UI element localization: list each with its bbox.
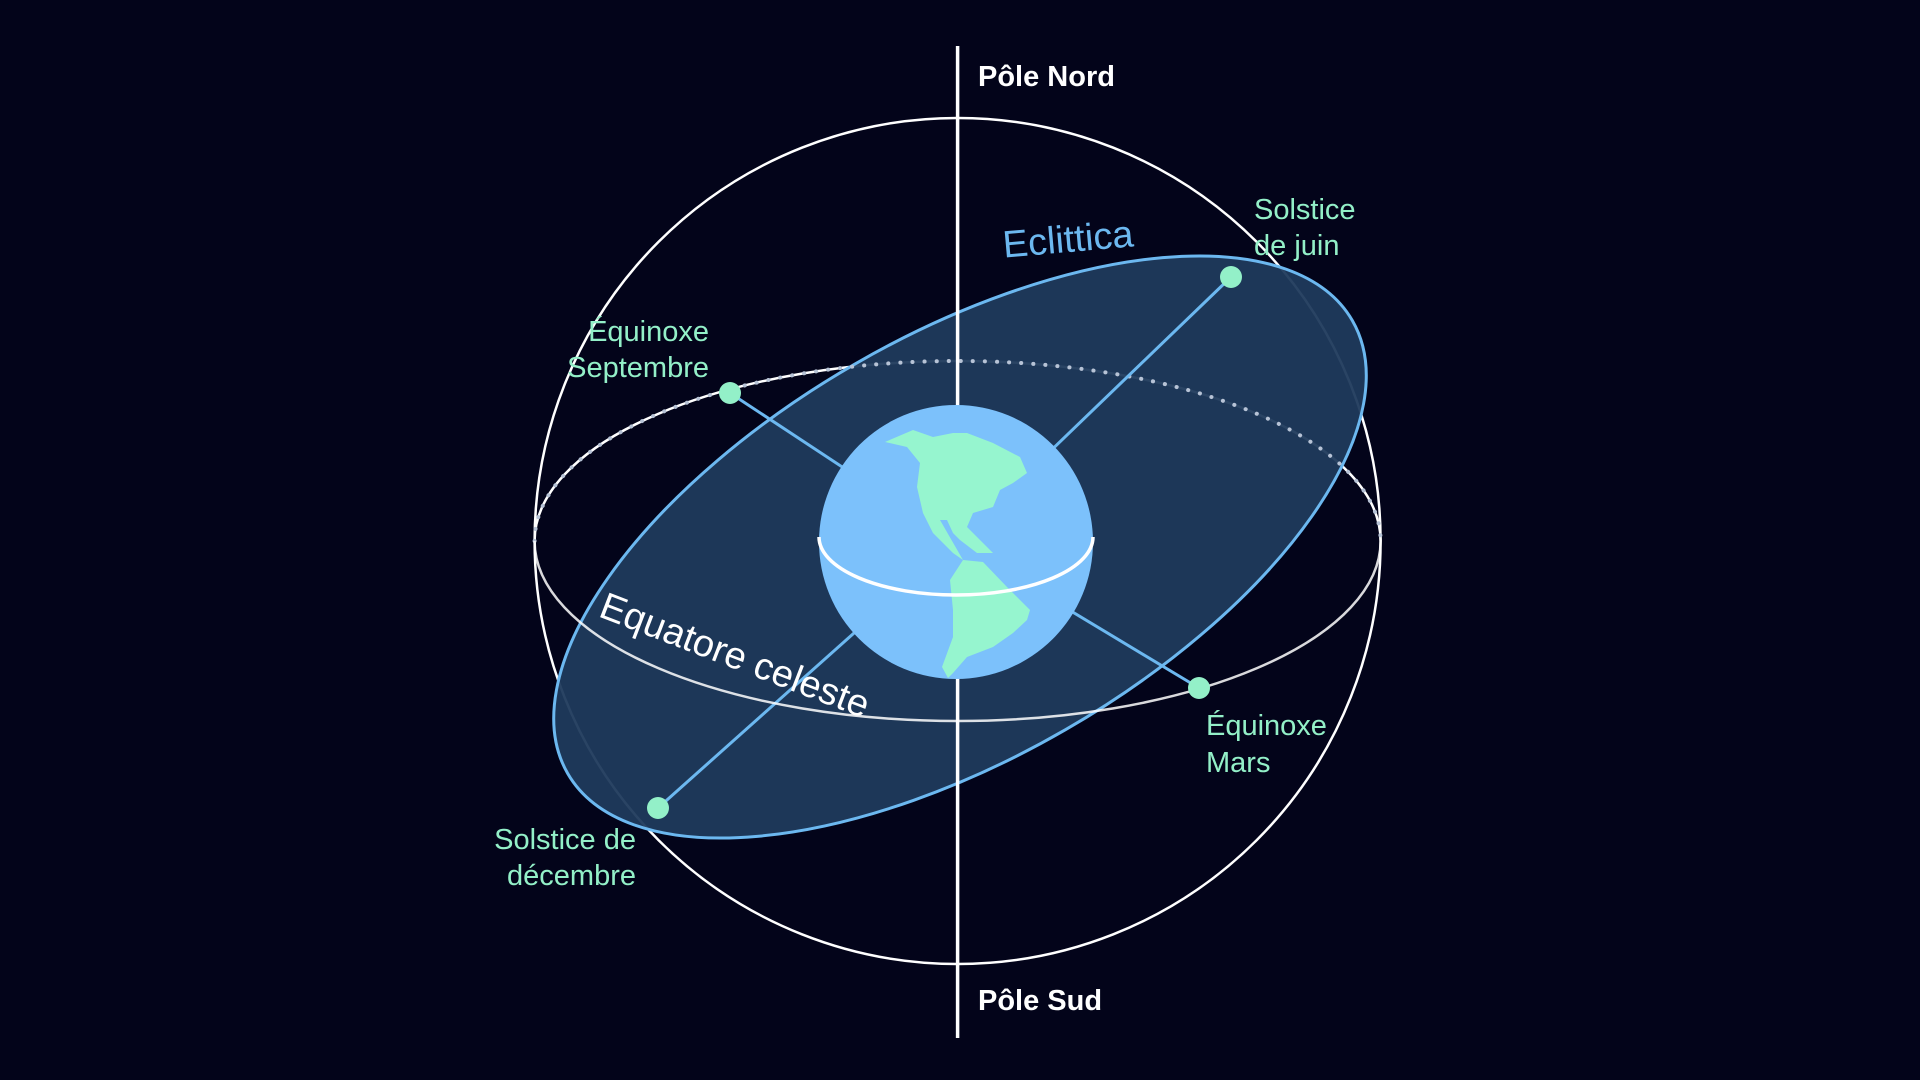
- june-solstice-label-2: de juin: [1254, 230, 1339, 262]
- south-pole-label: Pôle Sud: [978, 985, 1102, 1017]
- march-equinox-marker: [1188, 677, 1210, 699]
- june-solstice-marker: [1220, 266, 1242, 288]
- march-equinox-label-2: Mars: [1206, 747, 1270, 779]
- north-pole-label: Pôle Nord: [978, 61, 1115, 93]
- september-equinox-marker: [719, 382, 741, 404]
- north-america-icon: [885, 430, 1027, 560]
- celestial-equator-hidden: [532, 359, 1383, 543]
- earth-equator: [817, 536, 1095, 597]
- december-solstice-marker: [647, 797, 669, 819]
- earth: [817, 405, 1095, 679]
- celestial-equator-front: [533, 540, 1382, 723]
- june-solstice-label-1: Solstice: [1254, 194, 1356, 226]
- september-equinox-label-1: Équinoxe: [588, 315, 709, 348]
- december-solstice-label-2: décembre: [507, 860, 636, 892]
- march-equinox-label-1: Équinoxe: [1206, 709, 1327, 742]
- december-solstice-label-1: Solstice de: [494, 824, 636, 856]
- september-equinox-label-2: Septembre: [567, 352, 709, 384]
